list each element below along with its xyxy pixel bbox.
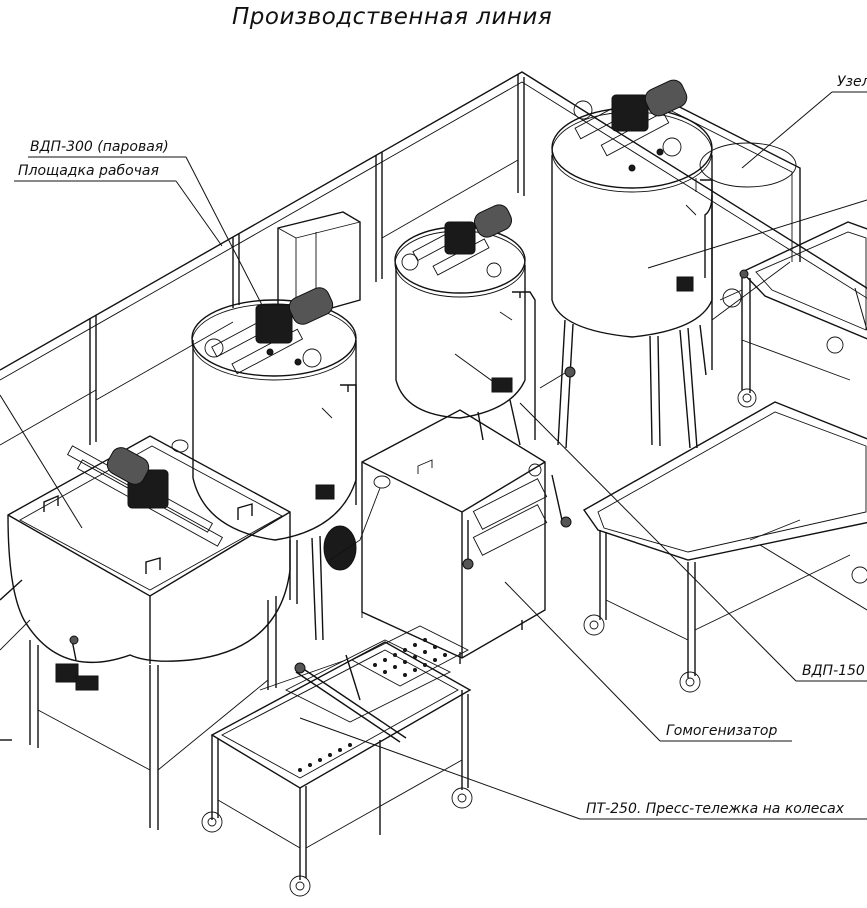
mixing-vessel-front-left xyxy=(0,435,291,830)
node-stand xyxy=(649,91,801,370)
press-cart-pt250 xyxy=(201,625,473,897)
table-upper-right xyxy=(719,221,867,408)
callout-press-cart: ПТ-250. Пресс-тележка на колесах xyxy=(586,801,844,817)
tank-vdp150 xyxy=(394,204,576,446)
callout-homogenizer: Гомогенизатор xyxy=(666,723,778,739)
callout-vdp150: ВДП-150 xyxy=(802,663,865,679)
perforated-basket xyxy=(298,625,469,772)
tank-large-right xyxy=(551,79,713,449)
drawing-title: Производственная линия xyxy=(232,4,553,30)
leader-lines xyxy=(0,91,867,820)
callout-vdp300: ВДП-300 (паровая) xyxy=(30,139,169,155)
callout-node: Узел xyxy=(837,74,867,90)
working-platform-railing xyxy=(0,71,867,446)
table-lower-right xyxy=(582,401,867,693)
callout-platform: Площадка рабочая xyxy=(18,163,159,179)
tank-vdp300 xyxy=(191,287,391,641)
homogenizer xyxy=(361,409,572,664)
